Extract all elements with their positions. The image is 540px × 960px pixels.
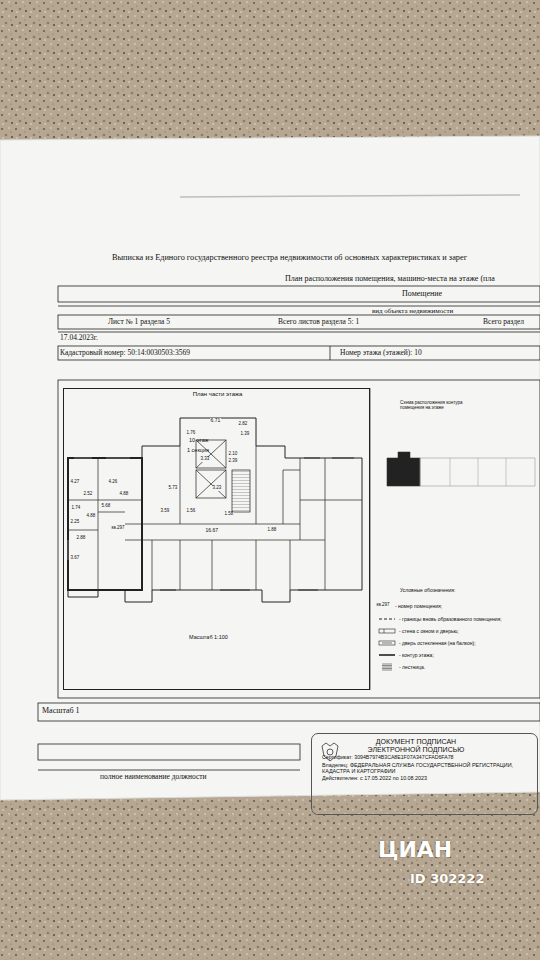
plan-panel: План части этажа 10 этаж 1 секцияМасштаб 1…: [63, 388, 370, 690]
legend-room-number: кв.297: [376, 603, 390, 608]
legend-text: - лестница.: [399, 664, 425, 670]
table-cell: 17.04.2023г.: [60, 334, 98, 342]
dimension: 3.59: [160, 509, 170, 514]
legend-text: - стена с окном и дверью;: [399, 628, 459, 634]
dimension: 2.10: [228, 452, 238, 457]
legend-row: - номер помещения;: [392, 603, 442, 609]
table-cell: Номер этажа (этажей): 10: [340, 349, 422, 357]
dimension: 4.88: [86, 514, 96, 519]
legend-sample: [378, 651, 396, 659]
table-cell: Всего листов раздела 5: 1: [278, 318, 359, 326]
dimension: 4.27: [70, 480, 80, 485]
panel-heading: Схема расположения контура помещения на …: [400, 400, 475, 410]
legend-row: - лестница.: [378, 663, 425, 671]
panel-text: Сертификат: 3094B7974B3CA8E1F07A347CFAD6…: [322, 755, 533, 761]
dimension: 6.71: [210, 418, 221, 424]
watermark: ID 302222: [410, 872, 484, 886]
legend-row: - стена с окном и дверью;: [378, 627, 459, 635]
legend-row: - дверь остекленная (на балкон);: [378, 639, 476, 647]
legend-row: - контур этажа;: [378, 651, 434, 659]
table-cell: полное наименование должности: [100, 773, 207, 781]
panel-heading: ДОКУМЕНТ ПОДПИСАН ЭЛЕКТРОННОЙ ПОДПИСЬЮ: [356, 738, 476, 754]
panel-text: Действителен: с 17.05.2022 по 10.08.2023: [322, 775, 533, 781]
panel-text: 1 секция: [187, 447, 209, 453]
dimension: 1.58: [224, 512, 234, 517]
dimension: 3.23: [212, 486, 222, 491]
legend-sample: [378, 627, 396, 635]
dimension: 5.68: [101, 504, 111, 509]
panel-text: Масштаб 1:100: [189, 634, 228, 640]
table-cell: Масштаб 1: [42, 707, 80, 716]
legend-sample: [378, 615, 396, 623]
dimension: 4.26: [108, 480, 118, 485]
panel-heading: План части этажа: [64, 391, 371, 398]
dimension: 2.39: [228, 459, 238, 464]
legend-sample: [378, 663, 396, 671]
table-cell: План расположения помещения, машино-мест…: [285, 275, 495, 284]
dimension: 5.73: [168, 486, 178, 491]
panel-text: Владелец: ФЕДЕРАЛЬНАЯ СЛУЖБА ГОСУДАРСТВЕ…: [322, 762, 533, 774]
table-cell: Лист № 1 раздела 5: [108, 318, 170, 326]
dimension: 3.33: [200, 457, 210, 462]
dimension: 16.67: [205, 528, 219, 534]
panel-text: Условные обозначения:: [400, 588, 455, 594]
signature-stamp: ДОКУМЕНТ ПОДПИСАН ЭЛЕКТРОННОЙ ПОДПИСЬЮСе…: [311, 733, 538, 815]
watermark: ЦИАН: [378, 838, 452, 862]
dimension: 1.76: [186, 431, 196, 436]
legend-row: - границы вновь образованного помещения;: [378, 615, 502, 623]
room-number: кв.297: [111, 526, 125, 531]
dimension: 2.88: [76, 536, 86, 541]
legend-text: - контур этажа;: [399, 652, 434, 658]
dimension: 1.88: [267, 528, 277, 533]
legend-text: - номер помещения;: [395, 603, 442, 609]
table-cell: Кадастровый номер: 50:14:0030503:3569: [60, 349, 190, 357]
legend-text: - границы вновь образованного помещения;: [399, 616, 502, 622]
dimension: 1.74: [71, 506, 81, 511]
legend-sample: [378, 639, 396, 647]
dimension: 2.52: [83, 492, 93, 497]
dimension: 2.25: [70, 520, 80, 525]
table-cell: вид объекта недвижимости: [372, 308, 453, 316]
dimension: 2.82: [238, 422, 248, 427]
panel-text: 10 этаж: [189, 437, 209, 443]
table-cell: Всего раздел: [483, 318, 524, 326]
legend-text: - дверь остекленная (на балкон);: [399, 640, 476, 646]
dimension: 4.88: [119, 492, 129, 497]
dimension: 1.39: [240, 432, 250, 437]
table-cell: Выписка из Единого государственного реес…: [112, 253, 467, 262]
table-cell: Помещение: [402, 290, 442, 299]
dimension: 3.67: [70, 556, 80, 561]
dimension: 1.56: [186, 509, 196, 514]
